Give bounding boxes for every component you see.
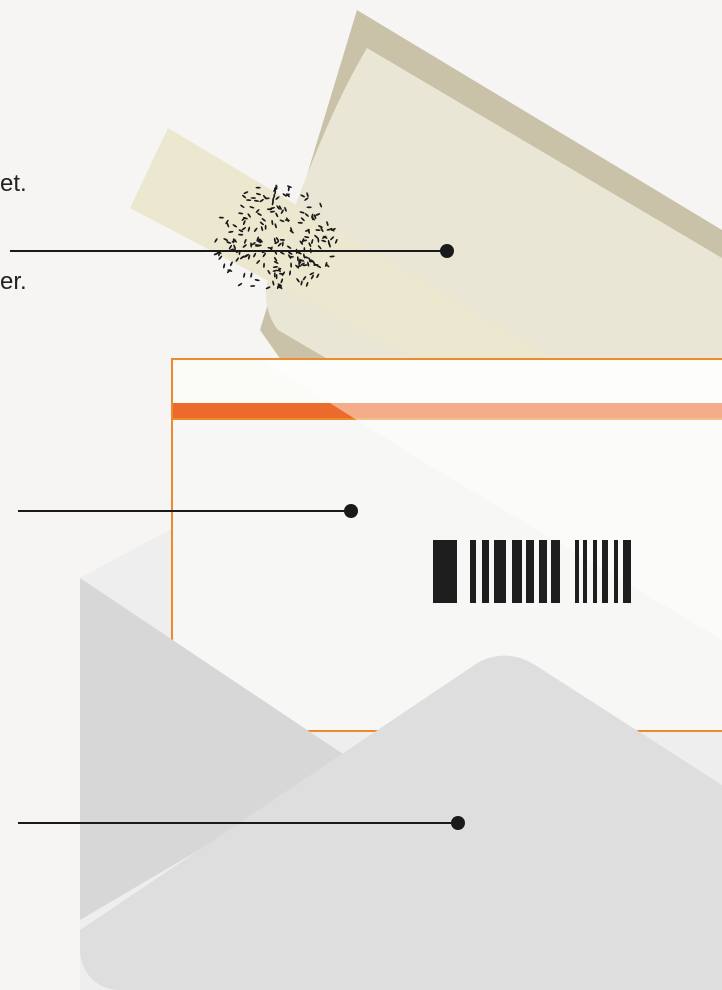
caption-fragment-1: et. — [0, 172, 27, 196]
caption-fragment-2: er. — [0, 270, 27, 294]
shipping-label — [172, 359, 722, 731]
seed — [265, 225, 267, 230]
